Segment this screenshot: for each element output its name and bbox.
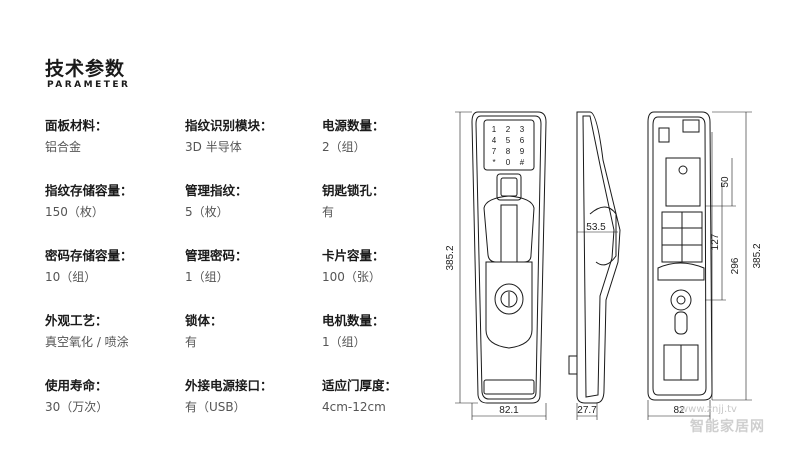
side-width-dim: 27.7 <box>577 405 597 416</box>
spec-label: 外观工艺： <box>45 313 108 328</box>
spec-value: 铝合金 <box>45 140 82 154</box>
keypad-key: 1 <box>492 125 497 134</box>
spec-item: 钥匙锁孔： 有 <box>322 183 385 220</box>
spec-item: 锁体： 有 <box>185 313 223 350</box>
spec-label: 外接电源接口： <box>185 378 273 393</box>
spec-label: 密码存储容量： <box>45 248 133 263</box>
spec-value: 3D 半导体 <box>185 140 242 154</box>
spec-label: 管理密码： <box>185 248 248 263</box>
spec-value: 10（组） <box>45 270 97 284</box>
spec-item: 管理指纹： 5（枚） <box>185 183 248 220</box>
spec-label: 适应门厚度： <box>322 378 398 393</box>
spec-label: 指纹存储容量： <box>45 183 133 198</box>
spec-value: 1（组） <box>185 270 229 284</box>
front-view <box>455 111 547 420</box>
spec-item: 卡片容量： 100（张） <box>322 248 385 285</box>
back-view <box>647 111 752 420</box>
spec-item: 外观工艺： 真空氧化 / 喷涂 <box>45 313 129 350</box>
spec-item: 管理密码： 1（组） <box>185 248 248 285</box>
keypad-key: 9 <box>520 147 525 156</box>
spec-value: 150（枚） <box>45 205 104 219</box>
keypad-key: * <box>492 158 495 167</box>
spec-label: 锁体： <box>185 313 223 328</box>
keypad-key: 3 <box>520 125 525 134</box>
back-height-dim: 385.2 <box>752 243 763 268</box>
watermark-brand: 智能家居网 <box>690 419 765 435</box>
spec-value: 30（万次） <box>45 400 109 414</box>
keypad-key: 4 <box>492 136 497 145</box>
spec-item: 外接电源接口： 有（USB） <box>185 378 273 415</box>
spec-label: 指纹识别模块： <box>185 118 273 133</box>
side-view <box>568 111 621 420</box>
keypad-key: 0 <box>506 158 511 167</box>
keypad-key: 6 <box>520 136 525 145</box>
spec-value: 1（组） <box>322 335 366 349</box>
page-title: 技术参数 <box>45 58 126 80</box>
spec-value: 真空氧化 / 喷涂 <box>45 335 129 349</box>
back-dim-296: 296 <box>730 257 741 274</box>
spec-label: 电源数量： <box>322 118 385 133</box>
front-width-dim: 82.1 <box>499 405 519 416</box>
back-dim-127: 127 <box>710 233 721 250</box>
spec-item: 面板材料： 铝合金 <box>45 118 108 155</box>
spec-item: 电源数量： 2（组） <box>322 118 385 155</box>
keypad-key: 2 <box>506 125 511 134</box>
spec-item: 指纹识别模块： 3D 半导体 <box>185 118 273 155</box>
spec-label: 电机数量： <box>322 313 385 328</box>
spec-value: 4cm-12cm <box>322 400 386 414</box>
spec-item: 电机数量： 1（组） <box>322 313 385 350</box>
spec-label: 卡片容量： <box>322 248 385 263</box>
spec-value: 100（张） <box>322 270 381 284</box>
spec-value: 有 <box>322 205 335 219</box>
spec-value: 2（组） <box>322 140 366 154</box>
spec-item: 使用寿命： 30（万次） <box>45 378 108 415</box>
front-height-dim: 385.2 <box>445 245 456 270</box>
keypad-key: 8 <box>506 147 511 156</box>
keypad-key: # <box>520 158 525 167</box>
spec-label: 面板材料： <box>45 118 108 133</box>
spec-item: 指纹存储容量： 150（枚） <box>45 183 133 220</box>
spec-label: 使用寿命： <box>45 378 108 393</box>
back-dim-50: 50 <box>720 176 731 188</box>
spec-label: 管理指纹： <box>185 183 248 198</box>
page-subtitle: PARAMETER <box>47 80 131 90</box>
spec-item: 适应门厚度： 4cm-12cm <box>322 378 397 415</box>
spec-value: 有（USB） <box>185 400 246 414</box>
spec-value: 5（枚） <box>185 205 229 219</box>
side-depth-dim: 53.5 <box>586 222 606 233</box>
back-width-dim: 82 <box>673 405 685 416</box>
spec-value: 有 <box>185 335 198 349</box>
keypad-key: 5 <box>506 136 511 145</box>
keypad-key: 7 <box>492 147 497 156</box>
watermark-url: www.znjj.tv <box>680 404 737 415</box>
spec-item: 密码存储容量： 10（组） <box>45 248 133 285</box>
spec-label: 钥匙锁孔： <box>322 183 385 198</box>
